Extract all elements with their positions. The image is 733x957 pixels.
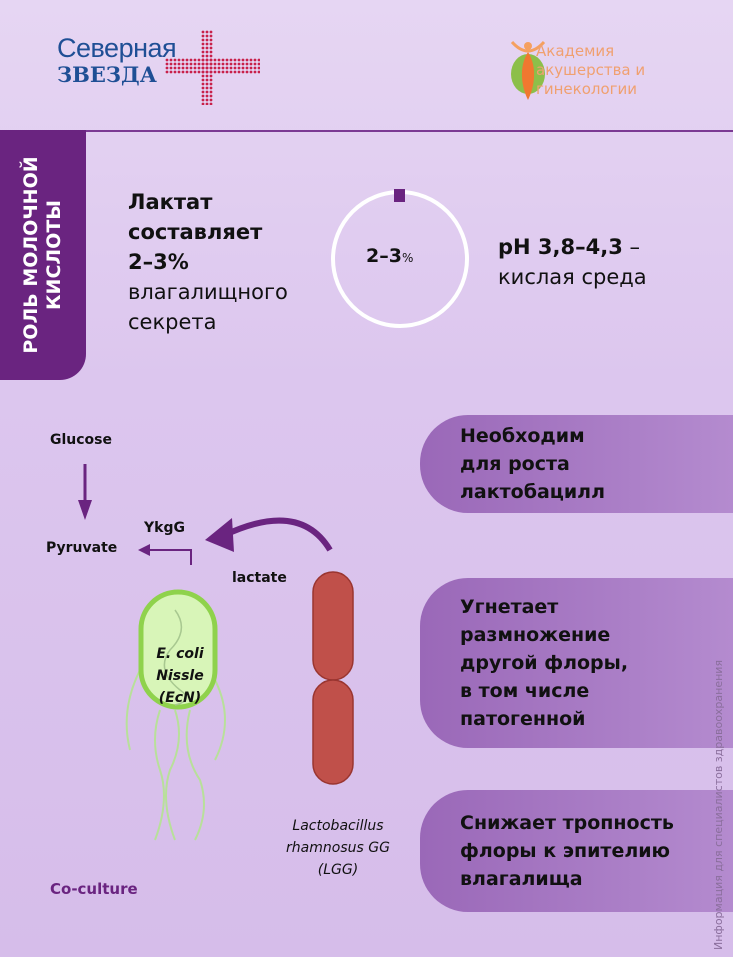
section-title-line: КИСЛОТЫ <box>43 200 65 310</box>
ecoli-cell <box>138 589 218 710</box>
ph-description: кислая среда <box>498 265 647 289</box>
lactate-line: влагалищного <box>128 280 288 304</box>
cross-logo-icon <box>165 30 260 105</box>
panel-line: флоры к эпителию <box>460 840 671 862</box>
lactate-label: lactate <box>232 570 287 586</box>
section-tab: РОЛЬ МОЛОЧНОЙ КИСЛОТЫ <box>0 130 86 380</box>
section-title-line: РОЛЬ МОЛОЧНОЙ <box>20 156 42 354</box>
panel-growth: Необходим для роста лактобацилл <box>420 415 733 513</box>
panel-inhibition: Угнетает размножение другой флоры, в том чи… <box>420 578 733 748</box>
ecoli-label-line: (EcN) <box>158 690 202 706</box>
lactate-arrow <box>205 517 333 552</box>
gauge-unit: % <box>401 251 414 265</box>
ecoli-label-line: E. coli <box>156 646 204 662</box>
academy-line: Академия <box>536 42 615 60</box>
ecoli-flagella <box>125 669 226 841</box>
coculture-label: Co-culture <box>50 880 138 898</box>
panel-line: размножение <box>460 624 611 646</box>
academy-logo-icon <box>510 40 546 100</box>
ykgg-label: YkgG <box>144 520 185 536</box>
lactate-line: составляет <box>128 220 263 244</box>
glucose-label: Glucose <box>50 432 113 448</box>
gauge-value: 2–3% <box>366 245 413 267</box>
academy-line: гинекологии <box>536 80 638 98</box>
ykgg-arrow <box>138 544 192 565</box>
gauge-number: 2–3 <box>366 245 402 267</box>
ecoli-dna <box>163 609 188 706</box>
panel-line: для роста <box>460 453 570 475</box>
academy-line: акушерства и <box>536 61 646 79</box>
lgg-label-line: Lactobacillus <box>292 818 384 834</box>
ph-dash: – <box>622 235 641 259</box>
ph-statement: pH 3,8–4,3 – кислая среда <box>498 232 647 292</box>
ecoli-label: E. coli Nissle (EcN) <box>141 643 219 709</box>
gauge-marker <box>394 189 405 202</box>
lgg-label-line: rhamnosus GG <box>286 840 390 856</box>
academy-logo-text: Академия акушерства и гинекологии <box>536 42 645 99</box>
glucose-arrow <box>78 464 92 520</box>
ph-value: pH 3,8–4,3 <box>498 235 623 259</box>
zvezda-logo-text: ЗВЕЗДА <box>57 62 157 87</box>
disclaimer: Информация для специалистов здравоохране… <box>712 659 725 950</box>
percent-gauge <box>331 189 469 328</box>
panel-line: Угнетает <box>460 596 559 618</box>
severnaya-logo-text: Северная <box>57 33 177 63</box>
lgg-label-line: (LGG) <box>317 862 359 878</box>
lactate-line: секрета <box>128 310 217 334</box>
lactate-line: Лактат <box>128 190 213 214</box>
panel-line: Необходим <box>460 425 585 447</box>
pyruvate-label: Pyruvate <box>46 540 118 556</box>
panel-line: патогенной <box>460 708 586 730</box>
panel-tropism: Снижает тропность флоры к эпителию влагали… <box>420 790 733 912</box>
panel-line: лактобацилл <box>460 481 606 503</box>
metabolism-diagram <box>78 464 354 841</box>
panel-line: в том числе <box>460 680 590 702</box>
panel-line: Снижает тропность <box>460 812 674 834</box>
ecoli-label-line: Nissle <box>156 668 204 684</box>
lactate-statement: Лактат составляет 2–3% влагалищного секр… <box>128 187 288 337</box>
lactate-line: 2–3% <box>128 250 189 274</box>
panel-line: влагалища <box>460 868 583 890</box>
lgg-cell <box>312 571 354 785</box>
panel-line: другой флоры, <box>460 652 629 674</box>
divider <box>85 130 733 132</box>
lgg-label: Lactobacillus rhamnosus GG (LGG) <box>268 815 408 881</box>
